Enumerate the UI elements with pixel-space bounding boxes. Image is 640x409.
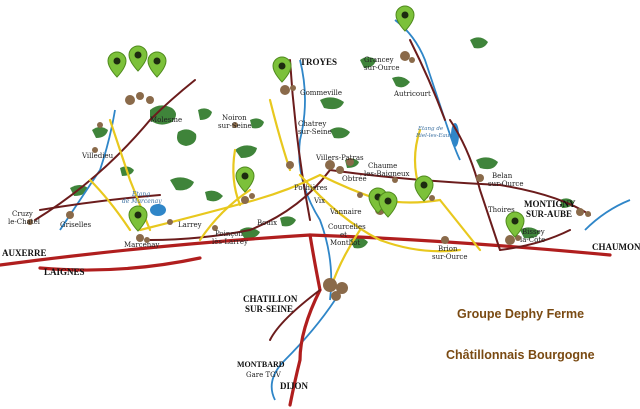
village-label: Griselles (60, 221, 92, 229)
city-label-laignes: LAIGNES (44, 267, 85, 277)
caption-subtitle: Châtillonnais Bourgogne (446, 348, 595, 362)
village-label: Bouix (257, 219, 277, 227)
village-label: Noiron (222, 114, 247, 122)
map-pin-icon[interactable] (235, 166, 255, 193)
map-pin-icon[interactable] (505, 211, 525, 238)
map-pin-icon[interactable] (128, 205, 148, 232)
caption-title: Groupe Dephy Ferme (457, 307, 584, 321)
village-label: Chaume (368, 162, 397, 170)
village-label: Grancey (364, 56, 394, 64)
village-label: la-Côte (520, 236, 545, 244)
village-label: sur-Ource (432, 253, 467, 261)
caption: Groupe Dephy Ferme Châtillonnais Bourgog… (446, 307, 595, 362)
village-label: Villedieu (81, 152, 114, 160)
village-label: lès-Larrey (212, 238, 248, 246)
village-label: Vix (313, 197, 325, 205)
village-label: Larrey (178, 221, 202, 229)
lake-label: Etang de (417, 126, 444, 132)
village-label: Bissey (522, 228, 545, 236)
city-label-auxerre: AUXERRE (2, 248, 47, 258)
village-label: Courcelles (328, 223, 366, 231)
village-label: sur-Seine (218, 122, 252, 130)
village-label: le-Chatel (8, 218, 41, 226)
lake-label: Etang (131, 191, 150, 198)
village-label: Cruzy (12, 210, 33, 218)
map-pin-icon[interactable] (395, 5, 415, 32)
village-label: Obtrée (342, 175, 367, 183)
city-label-montbard: MONTBARD (237, 360, 285, 369)
city-label-montbard-sub: Gare TGV (246, 371, 282, 379)
lakes (150, 123, 459, 216)
map-pin-icon[interactable] (272, 56, 292, 83)
village-label: Autricourt (393, 90, 431, 98)
map-pin-icon[interactable] (414, 175, 434, 202)
village-label: Belan (492, 172, 513, 180)
village-label: Villers-Patras (315, 154, 364, 162)
village-label: Gommeville (300, 89, 342, 97)
village-label: Poinçon (215, 230, 244, 238)
lake-labels: Etang de Marcenay Etang de Riel-les-Eaux (122, 126, 453, 205)
village-label: Chatrey (298, 120, 326, 128)
city-label-troyes: TROYES (300, 57, 337, 67)
city-label-chaumont: CHAUMONT (592, 242, 640, 252)
village-label: et (340, 231, 347, 239)
city-label-montigny: MONTIGNY (524, 199, 576, 209)
village-label: Brion (438, 245, 458, 253)
map-pin-icon[interactable] (107, 51, 127, 78)
major-roads (0, 233, 612, 407)
map-pin-icon[interactable] (147, 51, 167, 78)
village-label: Vannaire (329, 208, 362, 216)
village-label: Marcenay (124, 241, 159, 249)
village-label: Thoires (488, 206, 515, 214)
map-pin-icon[interactable] (128, 45, 148, 72)
city-label-chatillon: CHATILLON (243, 294, 298, 304)
village-labels: Grancey sur-Ource Autricourt Gommeville … (8, 56, 545, 261)
village-label: sur-Ource (364, 64, 399, 72)
village-label: Molesme (150, 116, 182, 124)
village-label: sur-Ource (488, 180, 523, 188)
village-label: Pothières (294, 184, 328, 192)
city-labels: TROYES AUXERRE LAIGNES CHATILLON SUR-SEI… (2, 57, 640, 391)
lake-label: Riel-les-Eaux (415, 133, 453, 139)
city-label-dijon: DIJON (280, 381, 309, 391)
map-pin-icon[interactable] (378, 191, 398, 218)
city-label-chatillon-sub: SUR-SEINE (245, 304, 293, 314)
village-label: sur-Seine (298, 128, 332, 136)
village-label: Montliot (330, 239, 360, 247)
secondary-roads (34, 39, 591, 341)
village-label: les-Baigneux (364, 170, 410, 178)
city-label-montigny-sub: SUR-AUBE (526, 209, 572, 219)
lake-label: de Marcenay (122, 198, 162, 205)
map-pins (107, 5, 525, 238)
